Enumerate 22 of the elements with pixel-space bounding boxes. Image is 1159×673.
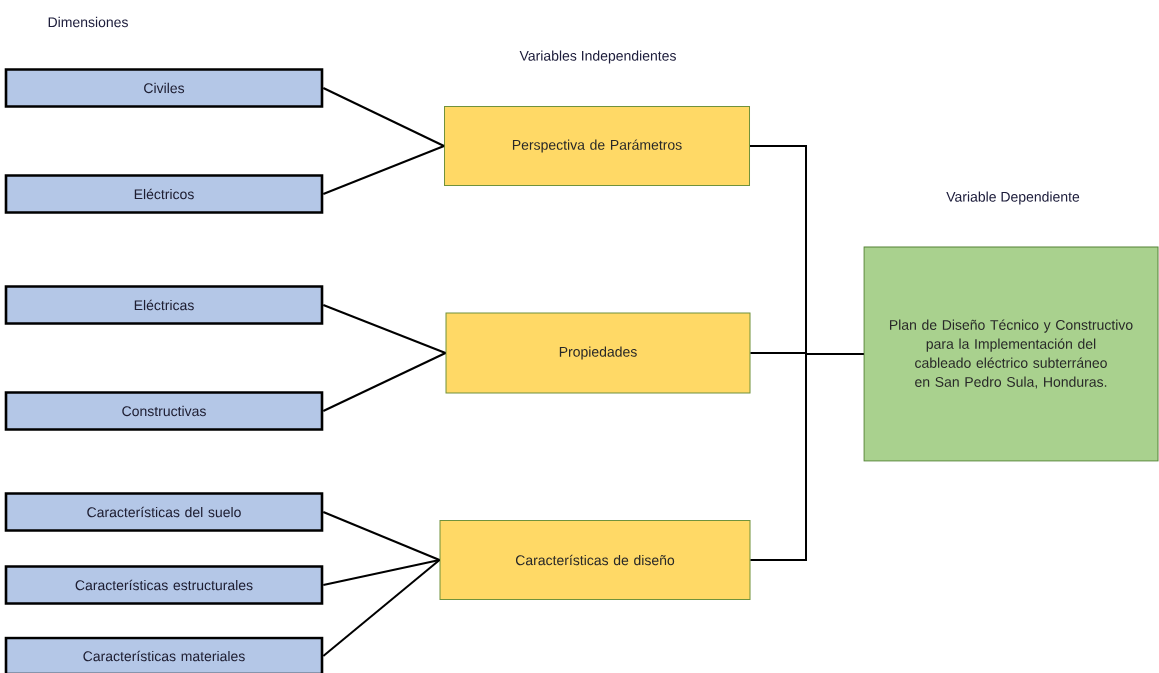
connector-line	[749, 353, 865, 561]
connector-line	[322, 559, 441, 657]
connector-line	[322, 87, 445, 147]
column-heading: Variable Dependiente	[946, 191, 1080, 205]
dimension-box: Características estructurales	[4, 565, 324, 605]
dimension-box: Características del suelo	[4, 492, 324, 532]
variable-box: Propiedades	[445, 312, 751, 394]
connector-line	[322, 511, 441, 561]
connector-line	[322, 352, 447, 412]
dimension-box: Constructivas	[4, 391, 324, 431]
variable-box: Características de diseño	[439, 520, 751, 600]
variable-box: Perspectiva de Parámetros	[444, 106, 750, 186]
column-heading: Dimensiones	[48, 16, 128, 28]
connector-line	[322, 304, 447, 354]
dependent-variable-box: Plan de Diseño Técnico y Constructivo para la Implementación del cableado eléctrico subterráneo en San Pedro Sula, Honduras.	[863, 246, 1159, 462]
dimension-box: Civiles	[4, 68, 324, 108]
dimension-box: Eléctricas	[4, 285, 324, 325]
connector-line	[322, 559, 441, 586]
dimension-box: Características materiales	[4, 636, 324, 673]
column-heading: Variables Independientes	[519, 50, 676, 64]
dimension-box: Eléctricos	[4, 174, 324, 214]
connector-line	[322, 145, 445, 195]
